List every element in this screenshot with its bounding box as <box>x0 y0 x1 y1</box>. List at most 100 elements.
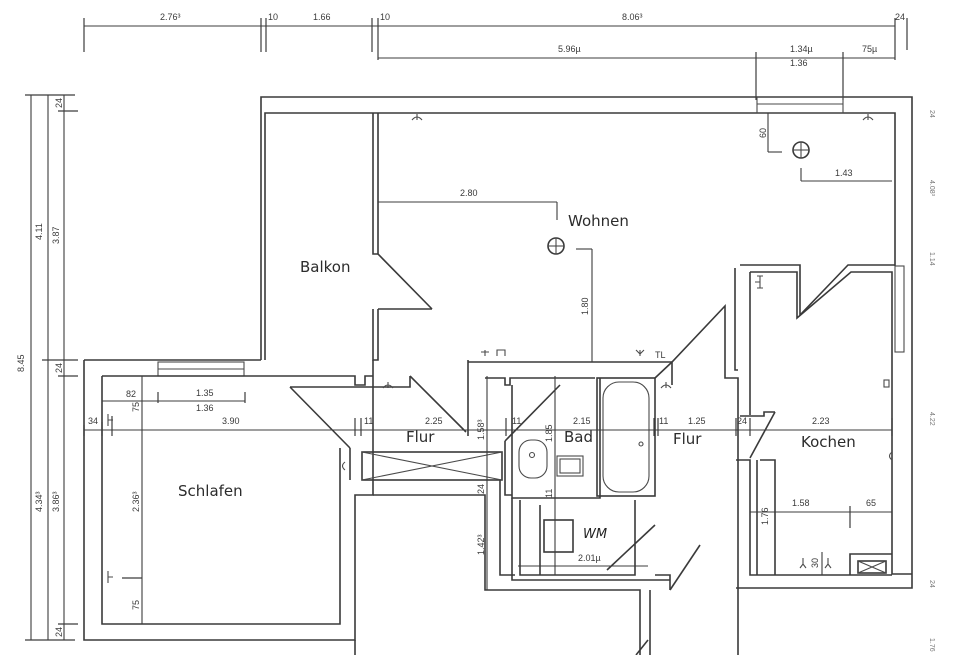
outer-wall-top-right <box>260 96 913 576</box>
dim-label: 8.45 <box>16 354 26 372</box>
room-label-flur-2: Flur <box>673 430 702 448</box>
dim-label: 1.36 <box>790 58 808 68</box>
dim-label: 75 <box>131 402 141 412</box>
wall <box>499 480 515 576</box>
inner-wall-schlafen <box>101 376 341 625</box>
wall <box>511 498 670 581</box>
dim-label: 24 <box>54 627 64 637</box>
tl-label: TL <box>655 350 666 360</box>
balkon-door-swing <box>377 253 433 310</box>
wall <box>485 377 595 386</box>
dim-label: 11 <box>364 416 373 426</box>
margin-mark: 4.08³ <box>928 180 935 197</box>
balkon-partition-wall <box>372 113 379 255</box>
dim-label: 1.66 <box>313 12 331 22</box>
wall <box>760 459 776 575</box>
room-label-schlafen: Schlafen <box>178 482 243 500</box>
dim-label: 4.11 <box>34 223 44 240</box>
dim-label: 3.87 <box>51 226 61 244</box>
dim-label: 11 <box>659 416 668 426</box>
dim-label: 3.90 <box>222 416 240 426</box>
door-swing <box>606 524 656 571</box>
inner-wall-top <box>264 112 896 360</box>
wall <box>654 303 739 655</box>
kitchen-vent-box <box>857 560 887 574</box>
dim-label: 75µ <box>862 44 877 54</box>
dim-label: 5.96µ <box>558 44 581 54</box>
toilet <box>518 439 548 479</box>
dim-label: 2.23 <box>812 416 830 426</box>
bathtub <box>596 377 656 497</box>
room-label-wohnen: Wohnen <box>568 212 629 230</box>
dim-label: 82 <box>126 389 136 399</box>
bathtub-basin <box>602 381 650 493</box>
dim-label: 10 <box>380 12 390 22</box>
dim-label: 3.86³ <box>51 491 61 512</box>
dim-label: 2.25 <box>425 416 443 426</box>
dim-label: 65 <box>866 498 876 508</box>
dim-label: 24 <box>476 484 486 494</box>
outer-wall-schlafen <box>83 360 374 641</box>
wall <box>655 574 671 590</box>
balkon-partition-lower <box>372 309 379 361</box>
dim-label: 8.06³ <box>622 12 643 22</box>
dim-label: 1.58³ <box>476 419 486 440</box>
room-label-balkon: Balkon <box>300 258 351 276</box>
ceiling-light-icon <box>547 237 565 255</box>
dim-label: 1.58 <box>792 498 810 508</box>
kitchen-counter <box>849 553 892 575</box>
walls <box>83 96 913 655</box>
dim-label: 4.34³ <box>34 491 44 512</box>
door-swing <box>669 544 701 591</box>
window <box>894 265 905 353</box>
room-label-wm: WM <box>583 527 607 542</box>
ceiling-light-icon <box>792 141 810 159</box>
bad-inner-wall <box>511 378 601 499</box>
door-swing <box>289 386 351 449</box>
dim-label: 1.35 <box>196 388 214 398</box>
dim-label: 2.15 <box>573 416 591 426</box>
sink <box>556 455 584 477</box>
kochen-bottom-wall <box>736 459 892 576</box>
dim-label: 1.76 <box>760 507 770 525</box>
dim-label: 24 <box>895 12 905 22</box>
toilet-bowl <box>528 451 536 459</box>
room-label-flur: Flur <box>406 428 435 446</box>
dim-label: 2.76³ <box>160 12 181 22</box>
symbols: TL <box>107 114 893 583</box>
window <box>756 96 844 114</box>
wall <box>373 494 641 655</box>
margin-mark: 24 <box>928 580 935 588</box>
bad-door-swing <box>504 384 561 442</box>
dim-label: 1.43 <box>835 168 853 178</box>
dim-label: 1.80 <box>580 297 590 315</box>
margin-mark: 24 <box>928 110 935 118</box>
dim-label: 24 <box>737 416 747 426</box>
outer-wall-kochen <box>736 576 913 589</box>
top-dimension-chain: 2.76³ 10 1.66 10 8.06³ 24 5.96µ 1.34µ 75… <box>83 12 908 100</box>
room-label-bad: Bad <box>564 428 593 446</box>
dim-label: 1.34µ <box>790 44 813 54</box>
dim-label: 10 <box>268 12 278 22</box>
socket-icon <box>107 114 893 583</box>
wall <box>734 268 738 371</box>
room-labels: Wohnen Balkon Schlafen Flur Bad Flur Koc… <box>178 212 856 542</box>
storage-cabinet <box>361 451 503 481</box>
dim-label: 11 <box>544 489 554 498</box>
dim-label: 1.42³ <box>476 534 486 555</box>
interior-dimensions: 2.80 1.80 60 1.43 82 1.35 1.36 75 34 3.9… <box>83 113 893 624</box>
washing-machine <box>543 519 574 553</box>
bathtub-drain <box>638 441 644 447</box>
dim-label: 1.85 <box>544 424 554 442</box>
margin-mark: 1.14 <box>928 252 935 266</box>
wall <box>290 376 411 388</box>
dim-label: 24 <box>54 98 64 108</box>
wall <box>635 639 649 655</box>
sink-basin <box>559 458 581 474</box>
wall <box>102 375 373 386</box>
dim-label: 2.80 <box>460 188 478 198</box>
dim-label: 1.36 <box>196 403 214 413</box>
room-label-kochen: Kochen <box>801 433 856 451</box>
wall <box>740 411 775 417</box>
